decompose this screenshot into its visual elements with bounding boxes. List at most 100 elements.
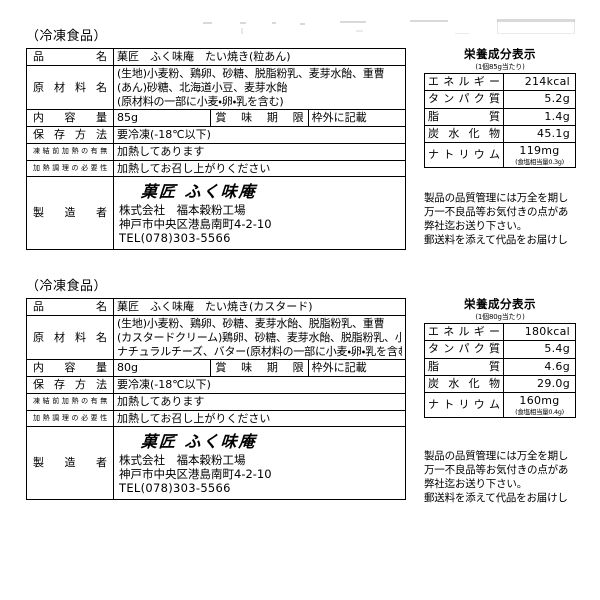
nutrition-row: エネルギー 214kcal — [424, 73, 576, 92]
notice-line: 製品の品質管理には万全を期し — [424, 192, 569, 205]
maker-company: 株式会社 福本穀粉工場 — [119, 452, 246, 467]
nutrition-panel-1: 栄養成分表示 (1個85g当たり) エネルギー 214kcal タンパク質 5.… — [424, 47, 576, 168]
nutrition-item-name: 脂 質 — [424, 107, 504, 126]
maker-value: 菓匠 ふく味庵 株式会社 福本穀粉工場 神戸市中央区港島南町4-2-10 TEL… — [113, 426, 406, 501]
maker-value: 菓匠 ふく味庵 株式会社 福本穀粉工場 神戸市中央区港島南町4-2-10 TEL… — [113, 176, 406, 251]
nutrition-item-value: 5.4g — [503, 340, 576, 359]
product-name-value: 菓匠 ふく味庵 たい焼き(カスタード) — [113, 298, 406, 317]
table-row-product-name: 品 名 菓匠 ふく味庵 たい焼き(カスタード) — [26, 298, 406, 317]
cooking-value: 加熱してお召し上がりください — [113, 159, 406, 178]
product-name-label: 品 名 — [26, 48, 114, 67]
notice-line: 万一不良品等お気付きの点があ — [424, 206, 569, 219]
ingredients-value: (生地)小麦粉、鶏卵、砂糖、脱脂粉乳、麦芽水飴、重曹 (あん)砂糖、北海道小豆、… — [113, 65, 406, 111]
salt-equivalent: (食塩相当量0.3g) — [515, 157, 564, 166]
nutrition-item-value: 29.0g — [503, 374, 576, 394]
brand-logo: 菓匠 ふく味庵 — [140, 181, 258, 201]
best-before-value: 枠外に記載 — [307, 109, 407, 128]
nutrition-item-value: 119mg (食塩相当量0.3g) — [503, 142, 576, 168]
frozen-food-tag-1: （冷凍食品） — [26, 29, 108, 44]
product-name-label: 品 名 — [26, 298, 114, 317]
nutrition-table-1: エネルギー 214kcal タンパク質 5.2g 脂 質 1.4g 炭水化物 4… — [424, 73, 576, 168]
ingredients-label: 原材料名 — [26, 65, 114, 111]
sodium-value: 119mg — [519, 144, 560, 158]
maker-address: 神戸市中央区港島南町4-2-10 — [119, 466, 272, 481]
nutrition-item-value: 4.6g — [503, 357, 576, 376]
notice-line: 郵送料を添えて代品をお届けし — [424, 491, 568, 504]
nutrition-item-value: 180kcal — [503, 323, 576, 342]
product-label-2: （冷凍食品） 品 名 菓匠 ふく味庵 たい焼き(カスタード) 原材料名 (生地)… — [0, 279, 600, 504]
best-before-label: 賞味期限 — [210, 359, 309, 378]
ingredients-line: (原材料の一部に小麦・卵・乳を含む) — [117, 94, 284, 108]
frozen-food-tag-2: （冷凍食品） — [26, 279, 108, 294]
nutrition-row: 脂 質 4.6g — [424, 357, 576, 376]
nutrition-title: 栄養成分表示 — [464, 47, 536, 62]
nutrition-title: 栄養成分表示 — [464, 297, 536, 312]
nutrition-row: タンパク質 5.4g — [424, 340, 576, 359]
preheated-value: 加熱してあります — [113, 392, 406, 411]
storage-value: 要冷凍(-18℃以下) — [113, 376, 406, 394]
ingredients-line: (あん)砂糖、北海道小豆、麦芽水飴 — [117, 80, 288, 94]
nutrition-row: 炭水化物 29.0g — [424, 374, 576, 394]
best-before-label: 賞味期限 — [210, 109, 309, 128]
nutrition-row: 脂 質 1.4g — [424, 107, 576, 126]
nutrition-item-name: エネルギー — [424, 73, 504, 92]
ingredients-value: (生地)小麦粉、鶏卵、砂糖、麦芽水飴、脱脂粉乳、重曹 (カスタードクリーム)鶏卵… — [113, 315, 406, 361]
ingredients-label: 原材料名 — [26, 315, 114, 361]
salt-equivalent: (食塩相当量0.4g) — [515, 407, 564, 416]
nutrition-item-value: 1.4g — [503, 107, 576, 126]
table-row-storage: 保存方法 要冷凍(-18℃以下) — [26, 126, 406, 144]
nutrition-row: 炭水化物 45.1g — [424, 124, 576, 144]
nutrition-item-value: 160mg (食塩相当量0.4g) — [503, 392, 576, 418]
nutrition-item-name: 炭水化物 — [424, 124, 504, 144]
ingredients-line: (カスタードクリーム)鶏卵、砂糖、麦芽水飴、脱脂粉乳、小麦粉、 — [117, 330, 402, 344]
table-row-quantity: 内 容 量 80g 賞味期限 枠外に記載 — [26, 359, 407, 378]
nutrition-row: ナトリウム 160mg (食塩相当量0.4g) — [424, 392, 576, 418]
nutrition-row: タンパク質 5.2g — [424, 90, 576, 109]
nutrition-item-value: 214kcal — [503, 73, 576, 92]
quantity-label: 内 容 量 — [26, 109, 114, 128]
nutrition-panel-2: 栄養成分表示 (1個80g当たり) エネルギー 180kcal タンパク質 5.… — [424, 297, 576, 418]
nutrition-basis: (1個85g当たり) — [475, 62, 525, 71]
nutrition-item-name: ナトリウム — [424, 142, 504, 168]
table-row-ingredients: 原材料名 (生地)小麦粉、鶏卵、砂糖、麦芽水飴、脱脂粉乳、重曹 (カスタードクリ… — [26, 315, 406, 361]
table-row-quantity: 内 容 量 85g 賞味期限 枠外に記載 — [26, 109, 407, 128]
storage-label: 保存方法 — [26, 376, 114, 394]
nutrition-item-name: ナトリウム — [424, 392, 504, 418]
preheated-label: 凍結前加熱の有無 — [26, 142, 114, 161]
quality-notice-2: 製品の品質管理には万全を期し 万一不良品等お気付きの点があ 弊社迄お送り下さい。… — [424, 450, 600, 505]
nutrition-item-name: 炭水化物 — [424, 374, 504, 394]
storage-label: 保存方法 — [26, 126, 114, 144]
quantity-label: 内 容 量 — [26, 359, 114, 378]
sodium-value: 160mg — [519, 394, 560, 408]
maker-address: 神戸市中央区港島南町4-2-10 — [119, 216, 272, 231]
table-row-product-name: 品 名 菓匠 ふく味庵 たい焼き(粒あん) — [26, 48, 406, 67]
quality-notice-1: 製品の品質管理には万全を期し 万一不良品等お気付きの点があ 弊社迄お送り下さい。… — [424, 192, 600, 247]
nutrition-item-value: 45.1g — [503, 124, 576, 144]
ingredients-line: (生地)小麦粉、鶏卵、砂糖、脱脂粉乳、麦芽水飴、重曹 — [117, 67, 385, 81]
nutrition-table-2: エネルギー 180kcal タンパク質 5.4g 脂 質 4.6g 炭水化物 2… — [424, 323, 576, 418]
notice-line: 製品の品質管理には万全を期し — [424, 450, 569, 463]
preheated-value: 加熱してあります — [113, 142, 406, 161]
table-row-maker: 製 造 者 菓匠 ふく味庵 株式会社 福本穀粉工場 神戸市中央区港島南町4-2-… — [26, 426, 406, 501]
nutrition-row: エネルギー 180kcal — [424, 323, 576, 342]
nutrition-item-name: タンパク質 — [424, 340, 504, 359]
maker-tel: TEL(078)303-5566 — [119, 480, 231, 495]
brand-logo: 菓匠 ふく味庵 — [140, 431, 258, 451]
quantity-value: 80g — [112, 359, 212, 378]
notice-line: 弊社迄お送り下さい。 — [424, 478, 527, 491]
table-row-preheated: 凍結前加熱の有無 加熱してあります — [26, 142, 406, 161]
notice-line: 万一不良品等お気付きの点があ — [424, 464, 569, 477]
nutrition-item-name: 脂 質 — [424, 357, 504, 376]
table-row-cooking: 加熱調理の必要性 加熱してお召し上がりください — [26, 409, 406, 428]
table-row-ingredients: 原材料名 (生地)小麦粉、鶏卵、砂糖、脱脂粉乳、麦芽水飴、重曹 (あん)砂糖、北… — [26, 65, 406, 111]
maker-label: 製 造 者 — [26, 176, 114, 251]
notice-line: 弊社迄お送り下さい。 — [424, 220, 527, 233]
ingredients-line: ナチュラルチーズ、バター(原材料の一部に小麦・卵・乳を含む) — [117, 344, 402, 358]
cooking-label: 加熱調理の必要性 — [26, 159, 114, 178]
best-before-value: 枠外に記載 — [307, 359, 407, 378]
cooking-value: 加熱してお召し上がりください — [113, 409, 406, 428]
table-row-storage: 保存方法 要冷凍(-18℃以下) — [26, 376, 406, 394]
notice-line: 郵送料を添えて代品をお届けし — [424, 233, 568, 246]
cooking-label: 加熱調理の必要性 — [26, 409, 114, 428]
table-row-cooking: 加熱調理の必要性 加熱してお召し上がりください — [26, 159, 406, 178]
